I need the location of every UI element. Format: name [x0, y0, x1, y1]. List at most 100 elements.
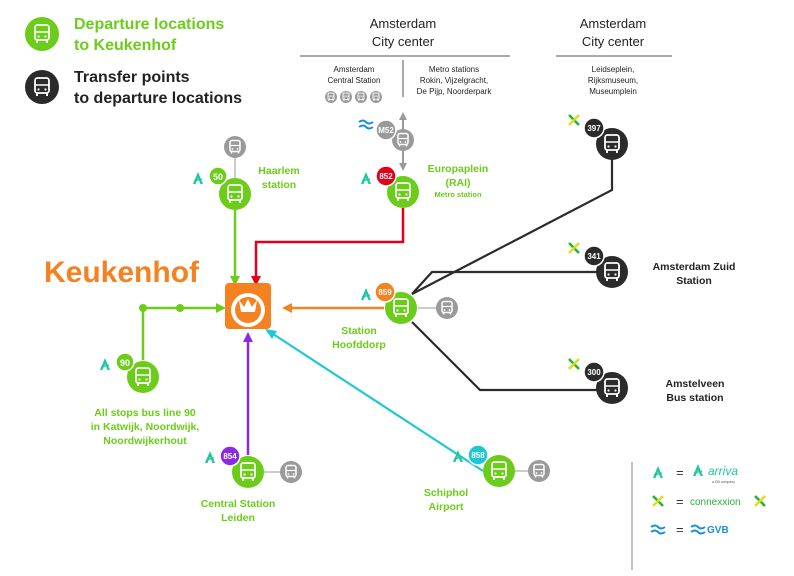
- metro-line-number: M52: [378, 126, 394, 135]
- keukenhof-hub: Keukenhof: [44, 256, 271, 329]
- green-bus-icon: [385, 292, 417, 324]
- arriva-logo-icon: [692, 463, 704, 477]
- station-name-line1: Haarlem: [258, 165, 299, 177]
- connexxion-icon: [567, 241, 581, 255]
- arriva-icon: [652, 465, 664, 479]
- dark-bus-icon: [596, 128, 628, 160]
- connexxion-icon: [651, 494, 665, 508]
- route-badge: [583, 117, 605, 139]
- green-bus-icon: [25, 17, 59, 51]
- station-name-line1: All stops bus line 90: [94, 407, 196, 419]
- arriva-icon: [192, 171, 204, 185]
- station-katwijk[interactable]: 90 All stops bus line 90 in Katwijk, Noo…: [91, 352, 200, 447]
- grey-bus-icon: [280, 461, 302, 483]
- station-name-line1: Schiphol: [424, 487, 468, 499]
- arriva-icon: [204, 450, 216, 464]
- station-name-line2: Station: [676, 275, 712, 287]
- arriva-logo-text: arriva: [708, 464, 738, 478]
- equals-sign: =: [676, 465, 684, 480]
- station-name-line2: Leiden: [221, 512, 255, 524]
- station-name-line2: in Katwijk, Noordwijk,: [91, 421, 200, 433]
- central-station-line2: Central Station: [328, 76, 381, 85]
- route-number: 858: [471, 451, 485, 460]
- gvb-logo-icon: [690, 524, 706, 535]
- arrow-head: [265, 329, 277, 339]
- arrow-head: [251, 276, 261, 286]
- metro-line1: Metro stations: [429, 65, 479, 74]
- station-schiphol[interactable]: 858 Schiphol Airport: [424, 444, 550, 513]
- arrow-head: [216, 303, 226, 313]
- transfer-line-397: [411, 158, 614, 295]
- transfer-line-300: [411, 321, 600, 392]
- center-left-title-1: Amsterdam: [370, 16, 436, 31]
- central-station-line1: Amsterdam: [334, 65, 375, 74]
- operator-legend: = arriva a DB company = connexxion = GVB: [631, 462, 767, 570]
- amsterdam-center-left: Amsterdam City center Amsterdam Central …: [300, 16, 510, 103]
- route-badge: [583, 245, 605, 267]
- station-name-line1: Amstelveen: [666, 378, 725, 390]
- route-badge: [583, 361, 605, 383]
- transfer-amstelveen[interactable]: 300 Amstelveen Bus station: [567, 357, 725, 404]
- tulip-icon: [239, 299, 257, 312]
- amsterdam-center-right: Amsterdam City center Leidseplein, Rijks…: [556, 16, 672, 96]
- green-bus-icon: [483, 455, 515, 487]
- equals-sign: =: [676, 494, 684, 509]
- station-name-line2: Hoofddorp: [332, 339, 386, 351]
- route-line-852: [254, 208, 405, 282]
- legend-departure-line1: Departure locations: [74, 16, 224, 33]
- station-name-line1: Europaplein: [428, 163, 489, 175]
- route-dot: [176, 304, 184, 312]
- green-bus-icon: [219, 178, 251, 210]
- transfer-amsterdam-zuid[interactable]: 341 Amsterdam Zuid Station: [567, 241, 735, 288]
- transfer-amsterdam-397[interactable]: 397: [567, 113, 628, 160]
- station-name-line3: Noordwijkerhout: [103, 435, 187, 447]
- grey-bus-icon: [224, 136, 246, 158]
- station-name-line2: station: [262, 179, 296, 191]
- center-right-title-1: Amsterdam: [580, 16, 646, 31]
- route-badge: [374, 281, 396, 303]
- arriva-sub-text: a DB company: [712, 480, 735, 484]
- station-hoofddorp[interactable]: 859 Station Hoofddorp: [332, 281, 458, 351]
- station-leiden[interactable]: 854 Central Station Leiden: [201, 445, 302, 524]
- legend-transfer-line1: Transfer points: [74, 69, 190, 86]
- station-name-line1: Central Station: [201, 498, 276, 510]
- route-badge: [375, 165, 397, 187]
- legend-transfer-line2: to departure locations: [74, 90, 242, 107]
- right-stops-line3: Museumplein: [589, 87, 637, 96]
- arriva-icon: [99, 357, 111, 371]
- equals-sign: =: [676, 522, 684, 537]
- route-number: 854: [223, 452, 237, 461]
- route-badge: [467, 444, 489, 466]
- grey-bus-icons-row: [325, 91, 382, 103]
- legend-transfer: Transfer points to departure locations: [25, 69, 242, 107]
- route-lines: [139, 112, 614, 473]
- station-haarlem[interactable]: 50 Haarlem station: [192, 136, 300, 210]
- dark-bus-icon: [596, 372, 628, 404]
- metro-line2: Rokin, Vijzelgracht,: [420, 76, 488, 85]
- metro-badge: [375, 119, 397, 141]
- gvb-icon: [358, 119, 374, 130]
- keukenhof-title: Keukenhof: [44, 256, 200, 289]
- route-number: 90: [120, 358, 130, 368]
- connexxion-icon: [567, 357, 581, 371]
- arrow-head: [230, 276, 240, 286]
- legend-departure: Departure locations to Keukenhof: [25, 16, 224, 54]
- gvb-logo-text: GVB: [707, 525, 729, 536]
- metro-line3: De Pijp, Noorderpark: [417, 87, 493, 96]
- connexxion-logo-text: connexxion: [690, 497, 741, 508]
- station-europaplein[interactable]: M52 852 Europaplein (RAI) Metro station: [358, 119, 489, 208]
- route-line-858: [269, 331, 484, 472]
- green-bus-icon: [387, 176, 419, 208]
- route-number: 397: [587, 124, 601, 133]
- connexxion-logo-icon: [753, 494, 767, 508]
- arrow-head: [399, 112, 407, 120]
- station-name-line2: (RAI): [445, 177, 470, 189]
- station-name-line2: Airport: [429, 501, 465, 513]
- gvb-icon: [650, 524, 666, 535]
- route-badge: [219, 445, 241, 467]
- arriva-icon: [360, 287, 372, 301]
- grey-bus-icon: [436, 297, 458, 319]
- station-name-line1: Station: [341, 325, 377, 337]
- route-number: 50: [213, 172, 223, 182]
